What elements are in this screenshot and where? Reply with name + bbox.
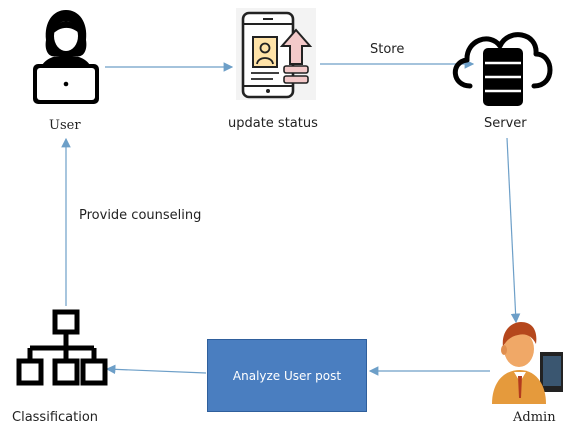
user-icon [33, 10, 99, 104]
classification-label: Classification [12, 410, 99, 425]
server-label: Server [484, 116, 527, 131]
server-cloud-database-icon [452, 32, 553, 106]
classification-hierarchy-icon [16, 309, 108, 386]
arrow-server-to-admin [506, 137, 521, 324]
analyze-user-post-label: Analyze User post [232, 368, 342, 383]
store-edge-label: Store [370, 42, 405, 57]
analyze-user-post-box: Analyze User post [207, 339, 367, 412]
admin-person-icon [492, 322, 563, 404]
arrow-analyze-to-classification [105, 364, 207, 375]
update-status-label: update status [228, 116, 318, 131]
user-label: User [49, 118, 81, 133]
update-status-phone-icon [236, 8, 316, 100]
admin-label: Admin [513, 410, 556, 425]
provide-counseling-edge-label: Provide counseling [79, 208, 202, 223]
